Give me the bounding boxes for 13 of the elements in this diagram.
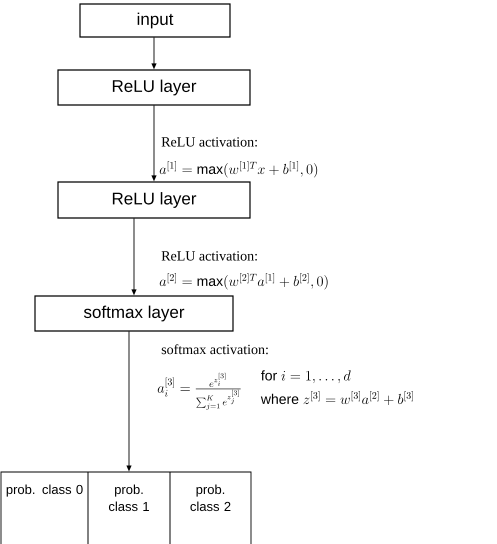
activation-formula: $a^{[1]} = \max(w^{[1]T}x + b^{[1]}, 0)$ <box>160 161 318 178</box>
output-cell: prob. class 2 <box>170 472 252 544</box>
activation-formula: $a^{[2]} = \max(w^{[2]T}a^{[1]} + b^{[2]}, 0)$ <box>160 273 328 290</box>
edge-label: softmax activation: <box>162 344 268 354</box>
output-cell: prob. class 0 <box>0 472 88 544</box>
layer-box: input <box>79 3 231 38</box>
layer-box: ReLU layer <box>57 69 251 106</box>
layer-box: ReLU layer <box>57 181 251 219</box>
activation-formula: $a_i^{[3]} = \frac{e^{z_i^{[3]}}}{\sum_{j=1}^{K} e^{z_j^{[3]}}} \quad \begin{array}{l}\mbox{for } i = 1, \ldots, d\\[6pt] \mbox{where } z^{[3]} = w^{[3]}a^{[2]} + b^{[3]}\end{array}$ <box>158 370 413 410</box>
layer-box: softmax layer <box>34 295 234 332</box>
output-cell: prob. class 1 <box>88 472 170 544</box>
edge-label: ReLU activation: <box>162 251 257 261</box>
edge-label: ReLU activation: <box>162 137 257 147</box>
